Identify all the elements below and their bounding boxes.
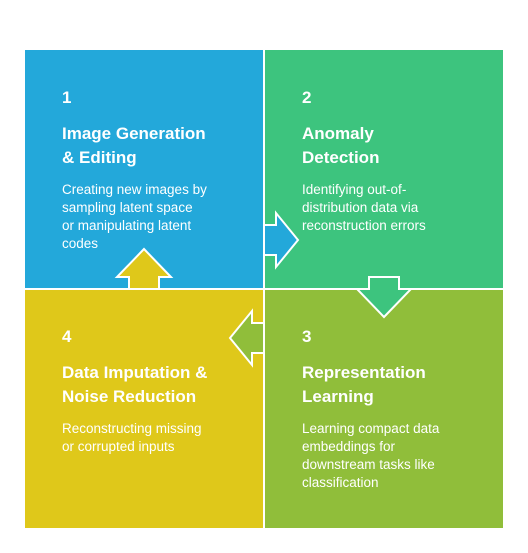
quadrant-image-generation: 1 Image Generation & Editing Creating ne…: [25, 50, 264, 289]
quadrant-title: Representation Learning: [302, 363, 426, 406]
quadrant-description: Identifying out-of- distribution data vi…: [302, 182, 426, 233]
quadrant-title: Anomaly Detection: [302, 124, 380, 167]
quadrant-description: Reconstructing missing or corrupted inpu…: [62, 421, 202, 454]
quadrant-description: Creating new images by sampling latent s…: [62, 182, 207, 251]
quadrant-representation-learning: 3 Representation Learning Learning compa…: [264, 289, 503, 528]
quadrant-description: Learning compact data embeddings for dow…: [302, 421, 440, 490]
quadrant-number: 1: [62, 88, 72, 107]
quadrant-data-imputation: 4 Data Imputation & Noise Reduction Reco…: [25, 289, 264, 528]
quadrant-title: Data Imputation & Noise Reduction: [62, 363, 208, 406]
quadrant-number: 4: [62, 327, 72, 346]
quadrant-title: Image Generation & Editing: [62, 124, 206, 167]
quadrant-number: 2: [302, 88, 312, 107]
quadrant-number: 3: [302, 327, 312, 346]
quadrant-anomaly-detection: 2 Anomaly Detection Identifying out-of- …: [264, 50, 503, 289]
